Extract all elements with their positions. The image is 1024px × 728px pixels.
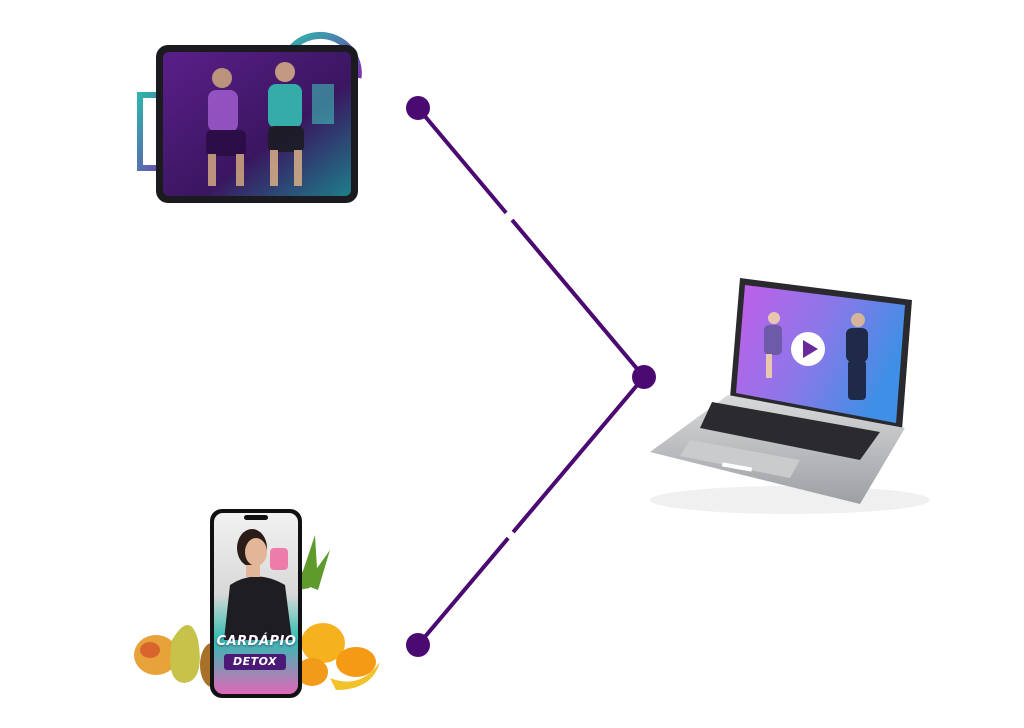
- phone-device: [210, 509, 302, 698]
- tablet-photo-people: [206, 62, 334, 186]
- phone-photo-woman: [224, 529, 292, 640]
- laptop-device: [650, 278, 930, 514]
- laptop-video-figures: [764, 312, 868, 400]
- play-icon: [803, 340, 818, 358]
- connector-node-bottom: [406, 633, 430, 657]
- tablet-device: [137, 31, 362, 203]
- laptop-keyboard: [700, 402, 880, 460]
- connector-node-middle: [632, 365, 656, 389]
- connector-lines: [406, 96, 656, 657]
- phone-title-cardapio: CARDÁPIO: [216, 634, 297, 649]
- phone-title-detox: DETOX: [224, 654, 286, 670]
- connector-node-top: [406, 96, 430, 120]
- fruits-decoration: [134, 535, 380, 690]
